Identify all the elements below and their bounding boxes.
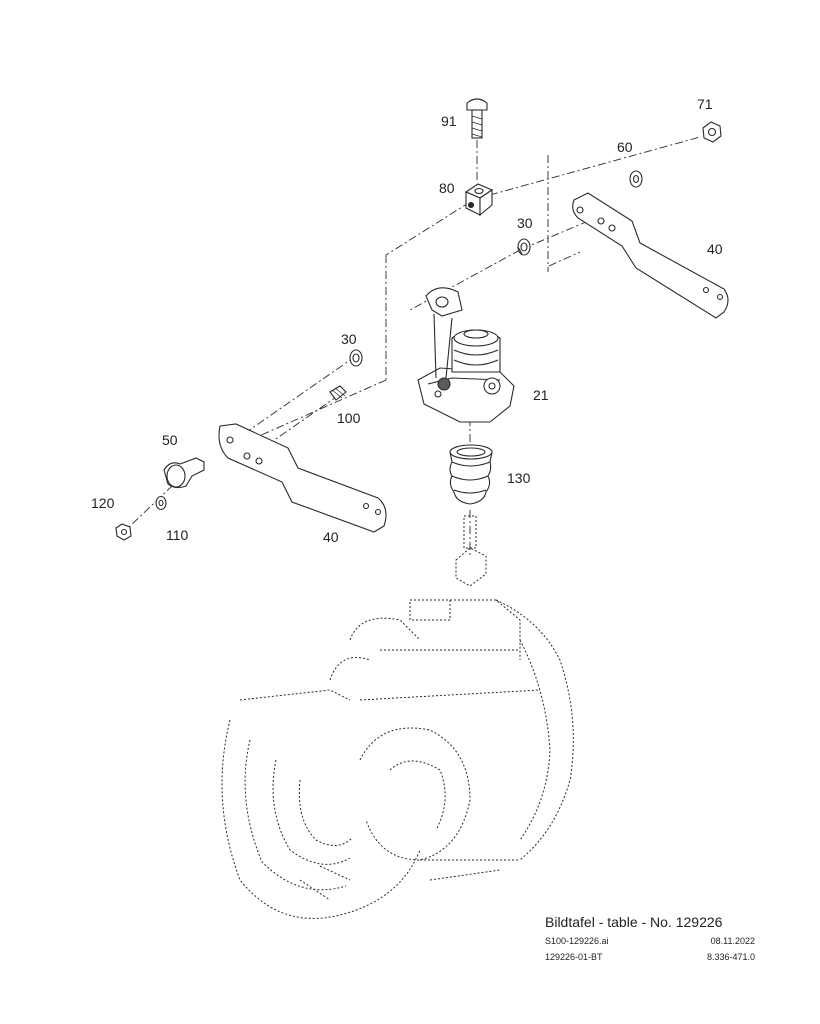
part-30-bushing-lower xyxy=(349,349,363,367)
part-30-bushing-upper xyxy=(517,238,531,256)
part-71-hex-nut xyxy=(702,121,722,143)
drawing-title: Bildtafel - table - No. 129226 xyxy=(545,914,723,930)
title-block-row-id: 129226-01-BT 8.336-471.0 xyxy=(545,952,755,962)
part-130-gaiter xyxy=(449,444,493,505)
file-name: S100-129226.ai xyxy=(545,936,609,946)
callout-130: 130 xyxy=(507,470,531,486)
part-110-washer xyxy=(155,495,167,511)
callout-21: 21 xyxy=(533,387,549,403)
part-80-square-nut xyxy=(464,183,494,217)
drawing-id: 129226-01-BT xyxy=(545,952,603,962)
callout-100: 100 xyxy=(337,410,361,426)
part-21-actuator xyxy=(417,287,515,423)
part-100-set-screw xyxy=(329,385,347,401)
callout-60: 60 xyxy=(617,139,633,155)
part-60-washer xyxy=(629,170,643,188)
valve-body xyxy=(221,515,574,919)
part-number: 8.336-471.0 xyxy=(706,952,755,962)
callout-80: 80 xyxy=(439,180,455,196)
callout-30-upper: 30 xyxy=(517,215,533,231)
part-40-lever-upper xyxy=(572,192,729,319)
callout-71: 71 xyxy=(697,96,713,112)
part-91-bolt xyxy=(466,98,488,139)
callout-50: 50 xyxy=(162,432,178,448)
title-block-row-file: S100-129226.ai 08.11.2022 xyxy=(545,936,755,946)
assembly-centerlines xyxy=(125,136,701,555)
callout-30-lower: 30 xyxy=(341,331,357,347)
drawing-date: 08.11.2022 xyxy=(710,936,755,946)
callout-40-lower: 40 xyxy=(323,529,339,545)
callout-40-upper: 40 xyxy=(707,241,723,257)
callout-110: 110 xyxy=(166,527,189,543)
part-40-lever-lower xyxy=(218,423,387,533)
callout-120: 120 xyxy=(91,495,115,511)
part-50-shoulder-bolt xyxy=(163,457,205,489)
title-block: Bildtafel - table - No. 129226 S100-1292… xyxy=(545,914,755,962)
part-120-nut xyxy=(115,523,132,541)
callout-91: 91 xyxy=(441,113,457,129)
